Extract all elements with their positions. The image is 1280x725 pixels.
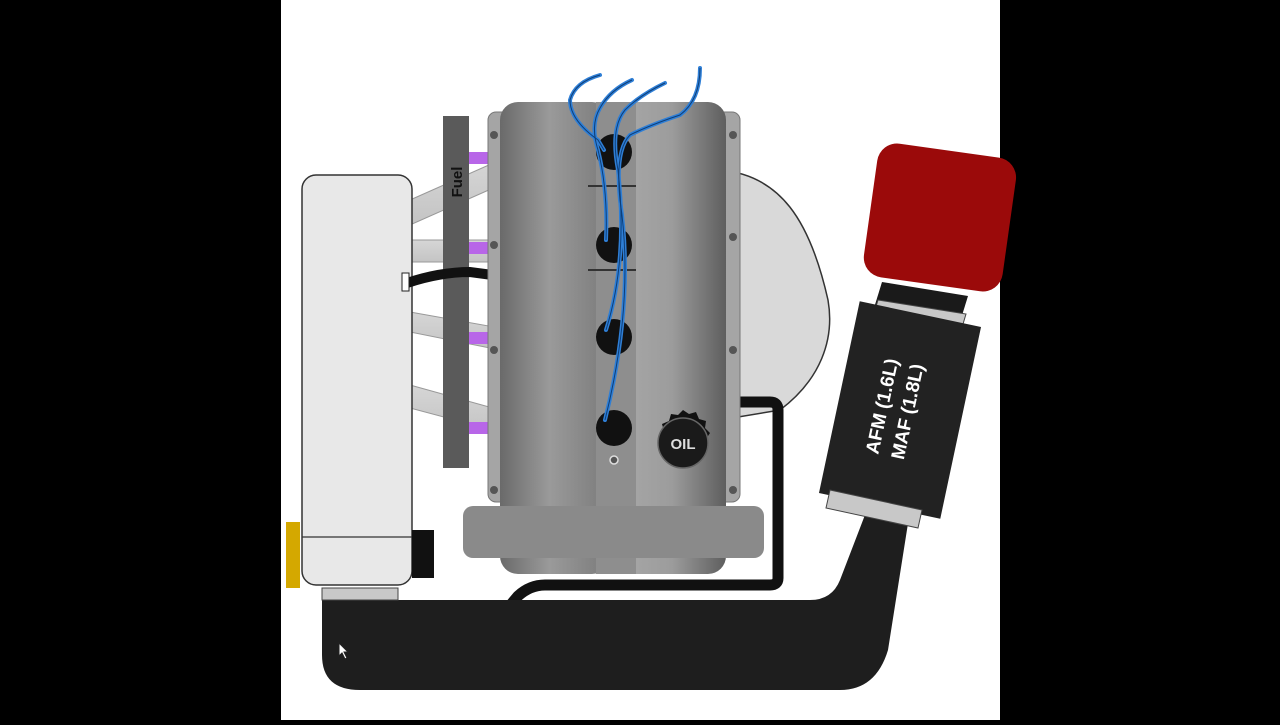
intake-tube	[322, 455, 918, 690]
timing-cover	[463, 506, 764, 558]
mouse-pointer-icon	[338, 641, 350, 660]
intake-tube-clamp-left	[321, 587, 399, 601]
valve-cover-bolt	[609, 455, 619, 465]
breather-hose	[402, 266, 505, 288]
oil-label: OIL	[671, 436, 696, 453]
camshaft-cover-intake	[500, 102, 610, 574]
breather-clamp-left	[401, 272, 410, 292]
oil-cap-face	[657, 417, 709, 469]
plug-boot-4	[596, 410, 632, 446]
fuel-rail	[443, 116, 469, 468]
coolant-reservoir	[301, 174, 413, 586]
plug-boot-3	[596, 319, 632, 355]
airflow-sensor-body	[818, 301, 982, 519]
head-bolts	[490, 131, 737, 494]
coolant-cap	[286, 522, 300, 588]
coolant-hose	[493, 396, 784, 624]
reservoir-outlet	[412, 530, 434, 578]
air-filter	[863, 143, 1017, 292]
airflow-sensor: AFM (1.6L) MAF (1.8L)	[818, 301, 982, 519]
spark-plug-wire-outlines	[569, 67, 701, 421]
fuel-label: Fuel	[449, 167, 466, 198]
wire-separators	[588, 185, 636, 271]
sensor-clamp-lower	[825, 489, 923, 529]
intake-plenum	[719, 169, 831, 421]
